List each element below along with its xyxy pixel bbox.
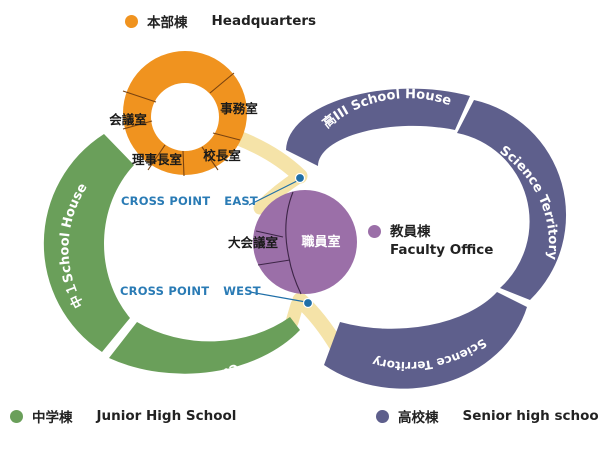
legend-senior-jp: 高校棟 (398, 410, 439, 426)
legend-headquarters: 本部棟 Headquarters (125, 11, 316, 31)
senior-high-ring (286, 88, 567, 389)
faculty-office-building (253, 190, 357, 295)
legend-junior: 中学棟 Junior High School (10, 406, 236, 426)
headquarters-courtyard (151, 83, 219, 151)
crosspoint-east-label: CROSS POINT EAST (121, 194, 258, 208)
legend-senior: 高校棟 Senior high school (376, 406, 598, 426)
crosspoint-east-marker (248, 172, 306, 206)
junior-high-ring (43, 134, 300, 374)
senior-school-house-segment[interactable] (286, 88, 470, 166)
crosspoint-west-leader (249, 291, 307, 303)
crosspoint-west-marker (249, 291, 314, 309)
junior-school-house-segment[interactable] (43, 134, 134, 352)
hq-room-office: 事務室 (220, 101, 258, 116)
legend-faculty: 教員棟 Faculty Office (368, 223, 493, 259)
faculty-room-staff: 職員室 (301, 234, 340, 250)
junior-culture-zone-segment[interactable] (109, 317, 300, 374)
faculty-office-circle[interactable] (253, 190, 357, 294)
legend-headquarters-jp: 本部棟 (147, 15, 188, 31)
legend-senior-en: Senior high school (462, 408, 598, 424)
headquarters-building (122, 51, 247, 177)
crosspoint-west-label: CROSS POINT WEST (120, 284, 261, 298)
crosspoint-east-text: CROSS POINT (121, 194, 211, 208)
senior-science-bottom-segment[interactable] (324, 292, 527, 389)
legend-faculty-jp: 教員棟 (390, 224, 431, 240)
hq-room-chairman: 理事長室 (132, 152, 183, 167)
senior-science-right-segment[interactable] (457, 100, 567, 300)
crosspoint-east-direction: EAST (224, 194, 258, 208)
legend-faculty-en: Faculty Office (390, 242, 494, 258)
legend-junior-en: Junior High School (96, 408, 237, 424)
walkway-west-inner (285, 298, 304, 329)
crosspoint-west-direction: WEST (223, 284, 261, 298)
legend-headquarters-swatch (125, 14, 138, 28)
crosspoint-east-leader (248, 179, 300, 206)
headquarters-dividers (122, 72, 241, 177)
legend-junior-swatch (10, 409, 23, 423)
legend-headquarters-en: Headquarters (211, 13, 317, 29)
legend-junior-jp: 中学棟 (32, 410, 73, 426)
crosspoint-west-dot[interactable] (302, 297, 314, 309)
legend-senior-swatch (376, 409, 389, 423)
crosspoint-east-dot[interactable] (294, 172, 306, 184)
hq-room-principal: 校長室 (203, 148, 241, 163)
crosspoint-west-text: CROSS POINT (120, 284, 210, 298)
faculty-dividers (255, 191, 302, 295)
legend-faculty-swatch (368, 225, 381, 238)
faculty-room-large-conference: 大会議室 (228, 235, 279, 250)
hq-room-conference: 会議室 (109, 112, 147, 127)
